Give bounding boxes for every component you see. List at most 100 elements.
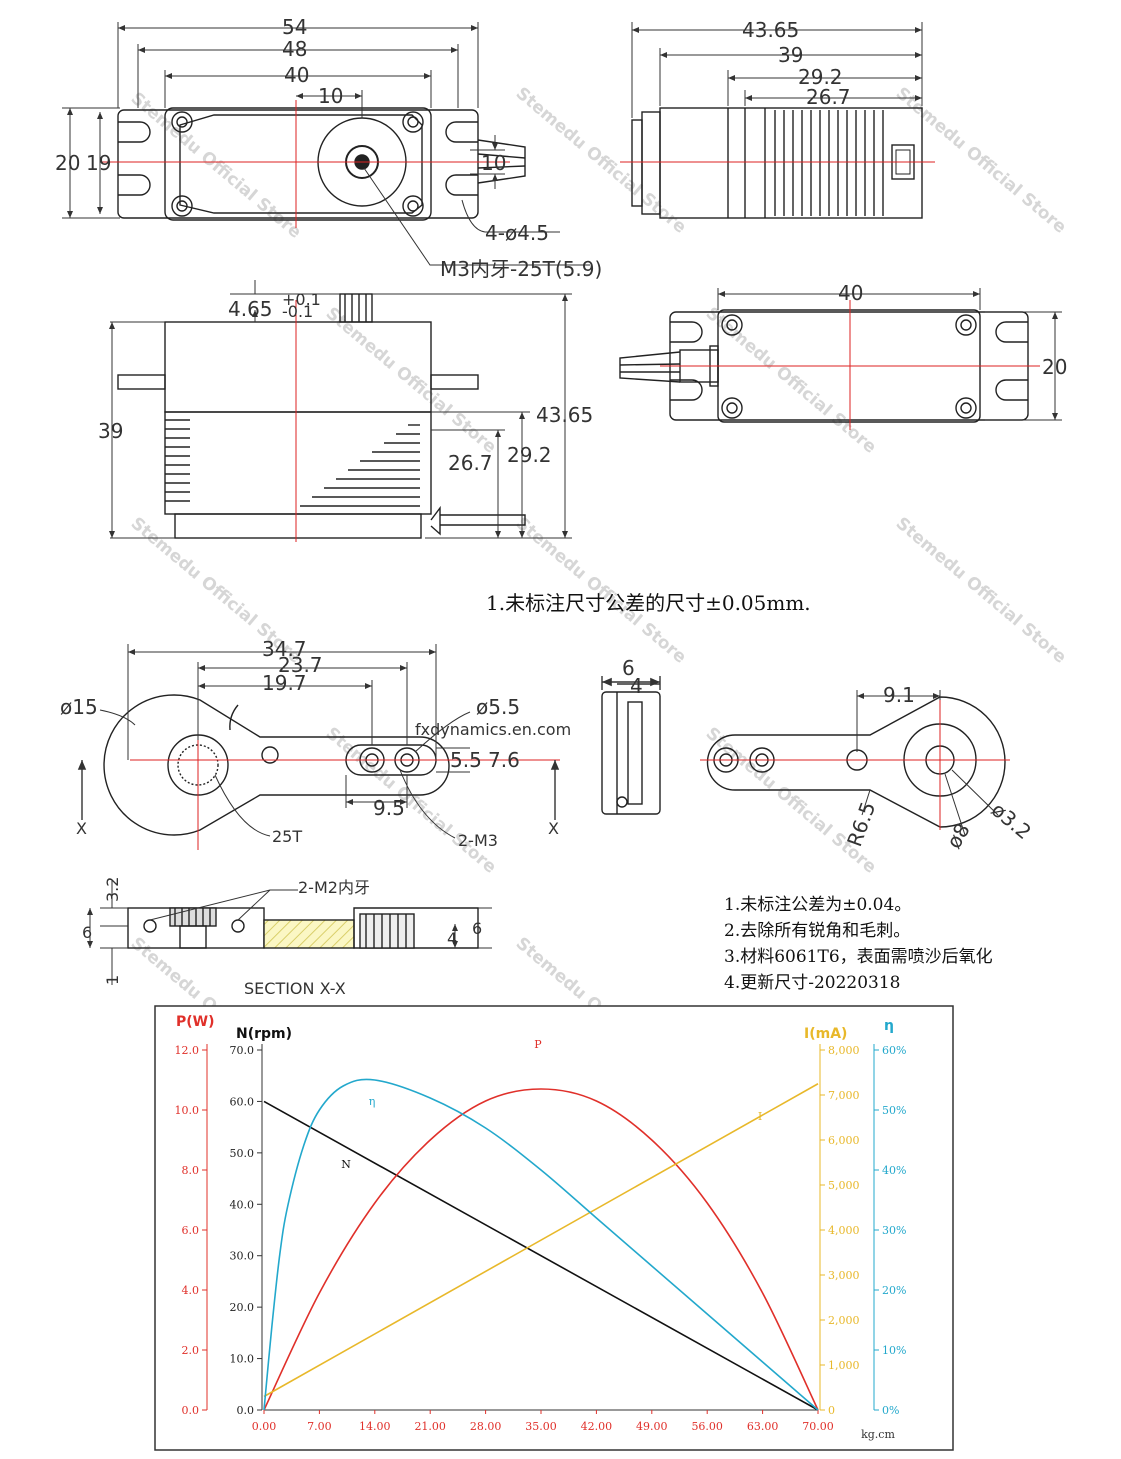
note-1: 1.未标注公差为±0.04。	[724, 895, 911, 915]
section-mark-left: X	[76, 819, 87, 838]
i-axis-title: I(mA)	[804, 1026, 847, 1042]
dim-19: 19	[86, 151, 111, 175]
N-tick-label: 10.0	[230, 1353, 255, 1366]
dim-19.7: 19.7	[262, 671, 307, 695]
section-mark-right: X	[548, 819, 559, 838]
dim-6-side: 6	[622, 656, 635, 680]
P-tick-label: 0.0	[182, 1404, 200, 1417]
series-i-label: I	[758, 1110, 762, 1123]
note-2: 2.去除所有锐角和毛刺。	[724, 921, 910, 941]
tolerance-note: 1.未标注尺寸公差的尺寸±0.05mm.	[486, 591, 811, 615]
eta-tick-label: 20%	[882, 1284, 906, 1297]
N-tick-label: 50.0	[230, 1147, 255, 1160]
P-tick-label: 8.0	[182, 1164, 200, 1177]
eta-tick-label: 10%	[882, 1344, 906, 1357]
series-i-line	[263, 1083, 819, 1398]
x-tick-label: 7.00	[307, 1420, 332, 1433]
front-view-labels: 4.65 +0.1 -0.1 39 43.65 26.7 29.2	[98, 290, 593, 475]
dim-20: 20	[55, 151, 80, 175]
dim-48: 48	[282, 37, 307, 61]
horn-bottom-view	[700, 690, 1010, 836]
side-view-dimensions	[631, 22, 923, 118]
x-tick-label: 70.00	[802, 1420, 834, 1433]
dim-54: 54	[282, 15, 307, 39]
horn-section-view	[87, 880, 492, 985]
dim-5.5: 5.5	[450, 748, 482, 772]
x-tick-label: 0.00	[252, 1420, 277, 1433]
watermark: Stemedu Official Store	[892, 84, 1070, 238]
dim-39: 39	[778, 43, 803, 67]
series-n-line	[263, 1100, 819, 1411]
dim-d5.5: ø5.5	[476, 695, 520, 719]
watermark: Stemedu Official Store	[512, 84, 690, 238]
thread-callout: 2-M2内牙	[298, 878, 370, 897]
dim-29.2-height: 29.2	[507, 443, 552, 467]
dim-4-side: 4	[630, 674, 643, 698]
top-view-labels: 54 48 40 10 20 19 10 4-ø4.5 M3内牙-25T(5.9…	[55, 15, 602, 281]
bottom-view	[619, 300, 1040, 430]
dim-r6.5: R6.5	[842, 799, 880, 850]
dim-20-bottom: 20	[1042, 355, 1067, 379]
performance-chart: 0.02.04.06.08.010.012.00.010.020.030.040…	[154, 1005, 954, 1451]
I-tick-label: 7,000	[828, 1089, 860, 1102]
N-tick-label: 70.0	[230, 1044, 255, 1057]
dim-26.7-height: 26.7	[448, 451, 493, 475]
I-tick-label: 3,000	[828, 1269, 860, 1282]
horn-top-view	[77, 680, 560, 850]
tol-plus: +0.1	[282, 290, 321, 309]
x-tick-label: 35.00	[525, 1420, 557, 1433]
dim-d15: ø15	[60, 695, 98, 719]
dim-43.65-height: 43.65	[536, 403, 593, 427]
N-tick-label: 30.0	[230, 1250, 255, 1263]
watermark: Stemedu Official Store	[702, 304, 880, 458]
dim-39-height: 39	[98, 419, 123, 443]
P-tick-label: 4.0	[182, 1284, 200, 1297]
horn-side-view	[601, 676, 661, 815]
dim-6-section-right: 6	[472, 919, 482, 938]
N-tick-label: 20.0	[230, 1301, 255, 1314]
dim-4-section: 4	[447, 929, 457, 948]
I-tick-label: 6,000	[828, 1134, 860, 1147]
dim-7.6: 7.6	[488, 748, 520, 772]
P-tick-label: 10.0	[175, 1104, 200, 1117]
dim-d3.2: ø3.2	[987, 797, 1036, 844]
eta-tick-label: 60%	[882, 1044, 906, 1057]
eta-tick-label: 50%	[882, 1104, 906, 1117]
section-title: SECTION X-X	[244, 979, 346, 998]
dim-d8: ø8	[942, 819, 975, 853]
I-tick-label: 4,000	[828, 1224, 860, 1237]
spec-notes: 1.未标注公差为±0.04。 2.去除所有锐角和毛刺。 3.材料6061T6，表…	[724, 895, 993, 993]
x-axis-title: kg.cm	[861, 1428, 895, 1441]
side-view-labels: 43.65 39 29.2 26.7	[742, 18, 851, 109]
x-tick-label: 14.00	[359, 1420, 391, 1433]
x-tick-label: 21.00	[414, 1420, 446, 1433]
I-tick-label: 5,000	[828, 1179, 860, 1192]
N-tick-label: 40.0	[230, 1198, 255, 1211]
series-p-label: P	[534, 1038, 542, 1051]
thread-2-m3: 2-M3	[458, 831, 498, 850]
bottom-view-labels: 40 20	[838, 281, 1067, 379]
x-tick-label: 28.00	[470, 1420, 502, 1433]
dim-9.1: 9.1	[883, 683, 915, 707]
site-watermark: fxdynamics.en.com	[415, 720, 571, 739]
x-tick-label: 49.00	[636, 1420, 668, 1433]
dim-9.5: 9.5	[373, 796, 405, 820]
dim-10-wire: 10	[481, 151, 506, 175]
front-view-dimensions	[109, 280, 572, 539]
eta-tick-label: 30%	[882, 1224, 906, 1237]
I-tick-label: 2,000	[828, 1314, 860, 1327]
dim-40: 40	[284, 63, 309, 87]
I-tick-label: 8,000	[828, 1044, 860, 1057]
watermark: Stemedu Official Store	[322, 724, 500, 878]
x-tick-label: 63.00	[747, 1420, 779, 1433]
I-tick-label: 1,000	[828, 1359, 860, 1372]
P-tick-label: 12.0	[175, 1044, 200, 1057]
dim-6-section: 6	[82, 923, 92, 942]
watermark: Stemedu Official Store	[892, 514, 1070, 668]
bottom-view-dimensions	[717, 288, 1062, 421]
horn-side-labels: 6 4	[622, 656, 643, 698]
top-view	[100, 100, 526, 228]
P-tick-label: 2.0	[182, 1344, 200, 1357]
dim-10: 10	[318, 84, 343, 108]
